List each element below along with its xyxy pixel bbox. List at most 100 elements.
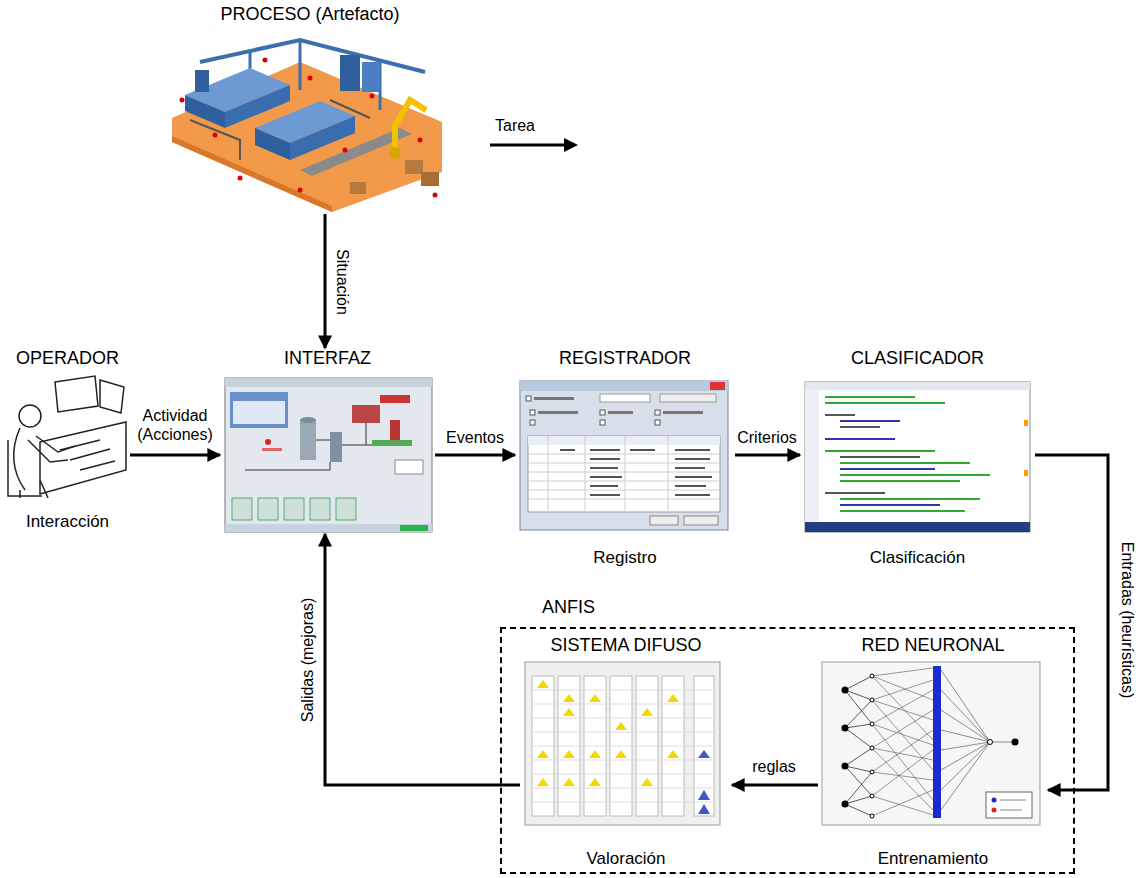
factory-illustration-part xyxy=(200,40,425,72)
logger-dialog-part xyxy=(530,420,535,425)
logger-dialog-part xyxy=(655,420,660,425)
factory-illustration-part xyxy=(362,62,380,92)
neural-network-graph-part xyxy=(870,674,874,678)
free-label-holder: Tarea xyxy=(493,116,537,135)
operator-illustration-part xyxy=(19,405,41,427)
edge-label-holder: Entradas (heurísticas) xyxy=(1117,540,1136,701)
fuzzy-system-rule-viewer-part xyxy=(615,722,627,730)
node-caption: Clasificación xyxy=(870,548,965,568)
classifier-code-editor-part xyxy=(805,522,1030,532)
node-heading: RED NEURONAL xyxy=(861,635,1004,657)
logger-dialog-part xyxy=(655,410,660,415)
fuzzy-system-rule-viewer-part xyxy=(589,694,601,702)
classifier-code-editor-part xyxy=(840,480,960,482)
neural-network-graph-part xyxy=(988,740,993,745)
operator-illustration-part xyxy=(60,440,115,470)
flow-arrow xyxy=(435,454,515,457)
interface-screenshot-part xyxy=(300,420,316,460)
fuzzy-system-rule-viewer xyxy=(525,662,720,825)
logger-dialog-part xyxy=(526,396,531,401)
edge-label: Situación xyxy=(332,247,351,317)
fuzzy-system-rule-viewer-part xyxy=(532,690,714,802)
node-heading: CLASIFICADOR xyxy=(851,348,984,370)
operator-illustration-part xyxy=(14,428,25,490)
anfis-group: SISTEMA DIFUSOValoración RED NEURONAL Entr… xyxy=(500,627,1075,874)
interface-screenshot-part xyxy=(310,498,330,520)
classifier-window: CLASIFICADOR Clasificación xyxy=(800,348,1035,568)
classifier-code-editor-part xyxy=(825,438,895,440)
interface-screen: INTERFAZ xyxy=(220,348,435,534)
node-heading: INTERFAZ xyxy=(284,348,371,370)
interface-screenshot xyxy=(225,378,432,532)
neural-network-graph-part xyxy=(1000,800,1026,810)
connectors xyxy=(130,214,1108,790)
flow-arrow xyxy=(324,214,327,348)
logger-dialog-part xyxy=(600,420,605,425)
flow-arrow xyxy=(325,534,520,785)
node-caption: Entrenamiento xyxy=(878,849,989,869)
interface-screenshot-part xyxy=(336,498,356,520)
neural-network-graph-part xyxy=(870,814,874,818)
logger-dialog-part xyxy=(530,410,535,415)
factory-illustration-part xyxy=(255,128,290,160)
operator-illustration-part xyxy=(36,436,75,452)
classifier-code-editor-part xyxy=(840,426,880,428)
classifier-code-editor-part xyxy=(840,504,940,506)
edge-label: reglas xyxy=(750,757,798,776)
flow-arrow xyxy=(1035,455,1108,790)
fuzzy-system-rule-viewer-part xyxy=(537,750,549,758)
classifier-code-editor-part xyxy=(805,382,1030,532)
edge-label-holder: Actividad (Acciones) xyxy=(129,406,221,444)
logger-dialog-part xyxy=(534,397,574,400)
neural-network-graph-part xyxy=(842,725,849,732)
interface-screenshot-part xyxy=(372,440,412,446)
factory-illustration-part xyxy=(418,138,423,143)
fuzzy-system-rule-viewer-part xyxy=(537,680,549,688)
interface-screenshot-part xyxy=(395,460,423,474)
neural-network-panel: RED NEURONAL Entrenamiento xyxy=(818,635,1048,869)
neural-network-graph-part xyxy=(1012,739,1019,746)
interface-screenshot-part xyxy=(230,392,288,428)
logger-dialog-part xyxy=(600,394,650,402)
neural-network-graph-part xyxy=(941,670,1015,810)
factory-illustration-part xyxy=(190,100,370,160)
neural-network-graph-part xyxy=(986,792,1032,818)
fuzzy-system-rule-viewer-part xyxy=(641,708,653,716)
operator-illustration-part xyxy=(40,422,126,494)
logger-dialog-part xyxy=(663,411,703,414)
node-heading: REGISTRADOR xyxy=(559,348,691,370)
fuzzy-system-panel: SISTEMA DIFUSOValoración xyxy=(520,635,732,869)
classifier-code-editor-part xyxy=(825,414,855,416)
factory-illustration-part xyxy=(263,58,268,63)
logger-dialog-part xyxy=(538,411,578,414)
logger-dialog-part xyxy=(528,436,720,512)
factory-illustration-part xyxy=(195,70,209,92)
logger-dialog-part xyxy=(660,394,716,402)
flow-arrow xyxy=(130,454,220,457)
operator-illustration-part xyxy=(100,380,124,413)
fuzzy-system-rule-viewer-part xyxy=(698,790,710,800)
node-caption: Valoración xyxy=(586,849,665,869)
classifier-code-editor-part xyxy=(840,498,980,500)
fuzzy-system-rule-viewer-part xyxy=(537,778,549,786)
factory-illustration xyxy=(172,40,442,212)
neural-network-graph-part xyxy=(842,763,849,770)
neural-network-graph-part xyxy=(870,698,874,702)
operator-illustration xyxy=(8,376,126,498)
classifier-code-editor-part xyxy=(825,396,915,398)
logger-dialog-part xyxy=(528,436,720,445)
interface-screenshot-part xyxy=(225,524,432,532)
fuzzy-system-rule-viewer-part xyxy=(525,662,720,825)
neural-network-graph-part xyxy=(870,770,874,774)
classifier-code-editor-part xyxy=(840,468,935,470)
interface-screenshot-part xyxy=(400,525,428,531)
edge-label-holder: Salidas (mejoras) xyxy=(298,596,317,724)
neural-network-graph xyxy=(822,662,1040,825)
interface-screenshot-part xyxy=(262,448,282,451)
neural-network-graph-part xyxy=(870,794,874,798)
classifier-code-editor-part xyxy=(805,382,1030,390)
interface-screenshot-part xyxy=(225,378,432,387)
interface-screenshot-part xyxy=(390,420,400,440)
interface-screenshot-part xyxy=(352,405,380,423)
fuzzy-system-rule-viewer-part xyxy=(698,750,710,758)
